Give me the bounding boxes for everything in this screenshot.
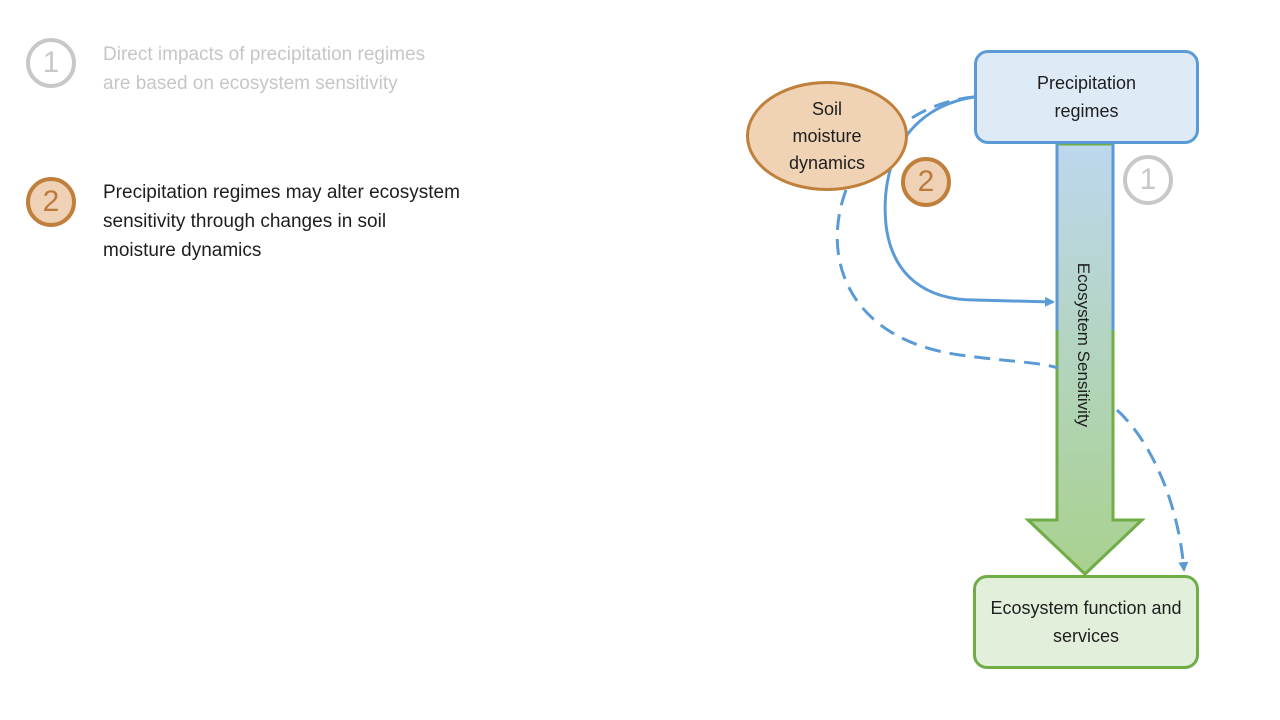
path-badge-2: 2 xyxy=(901,157,951,207)
legend-badge-2: 2 xyxy=(26,177,76,227)
soil-moisture-node: Soil moisture dynamics xyxy=(746,81,908,191)
soil-moisture-label: Soil moisture dynamics xyxy=(788,98,866,173)
soil-to-ecofunction-dashed-connector xyxy=(835,189,1059,370)
soil-to-sensitivity-connector xyxy=(883,95,1055,307)
ecosystem-sensitivity-label: Ecosystem Sensitivity xyxy=(1074,262,1093,428)
path-badge-1: 1 xyxy=(1123,155,1173,205)
ecosystem-function-node: Ecosystem function and services xyxy=(973,575,1199,669)
precipitation-regimes-node: Precipitation regimes xyxy=(974,50,1199,144)
legend-text-1: Direct impacts of precipitation regimes … xyxy=(103,44,426,94)
legend-text-2: Precipitation regimes may alter ecosyste… xyxy=(103,182,460,261)
precipitation-regimes-label: Precipitation regimes xyxy=(1036,73,1137,121)
ecosystem-function-label: Ecosystem function and services xyxy=(990,598,1182,646)
legend-badge-1: 1 xyxy=(26,38,76,88)
precip-to-soil-dashed-connector xyxy=(905,95,975,124)
dashed-connector-to-ecofunction xyxy=(1115,408,1189,572)
